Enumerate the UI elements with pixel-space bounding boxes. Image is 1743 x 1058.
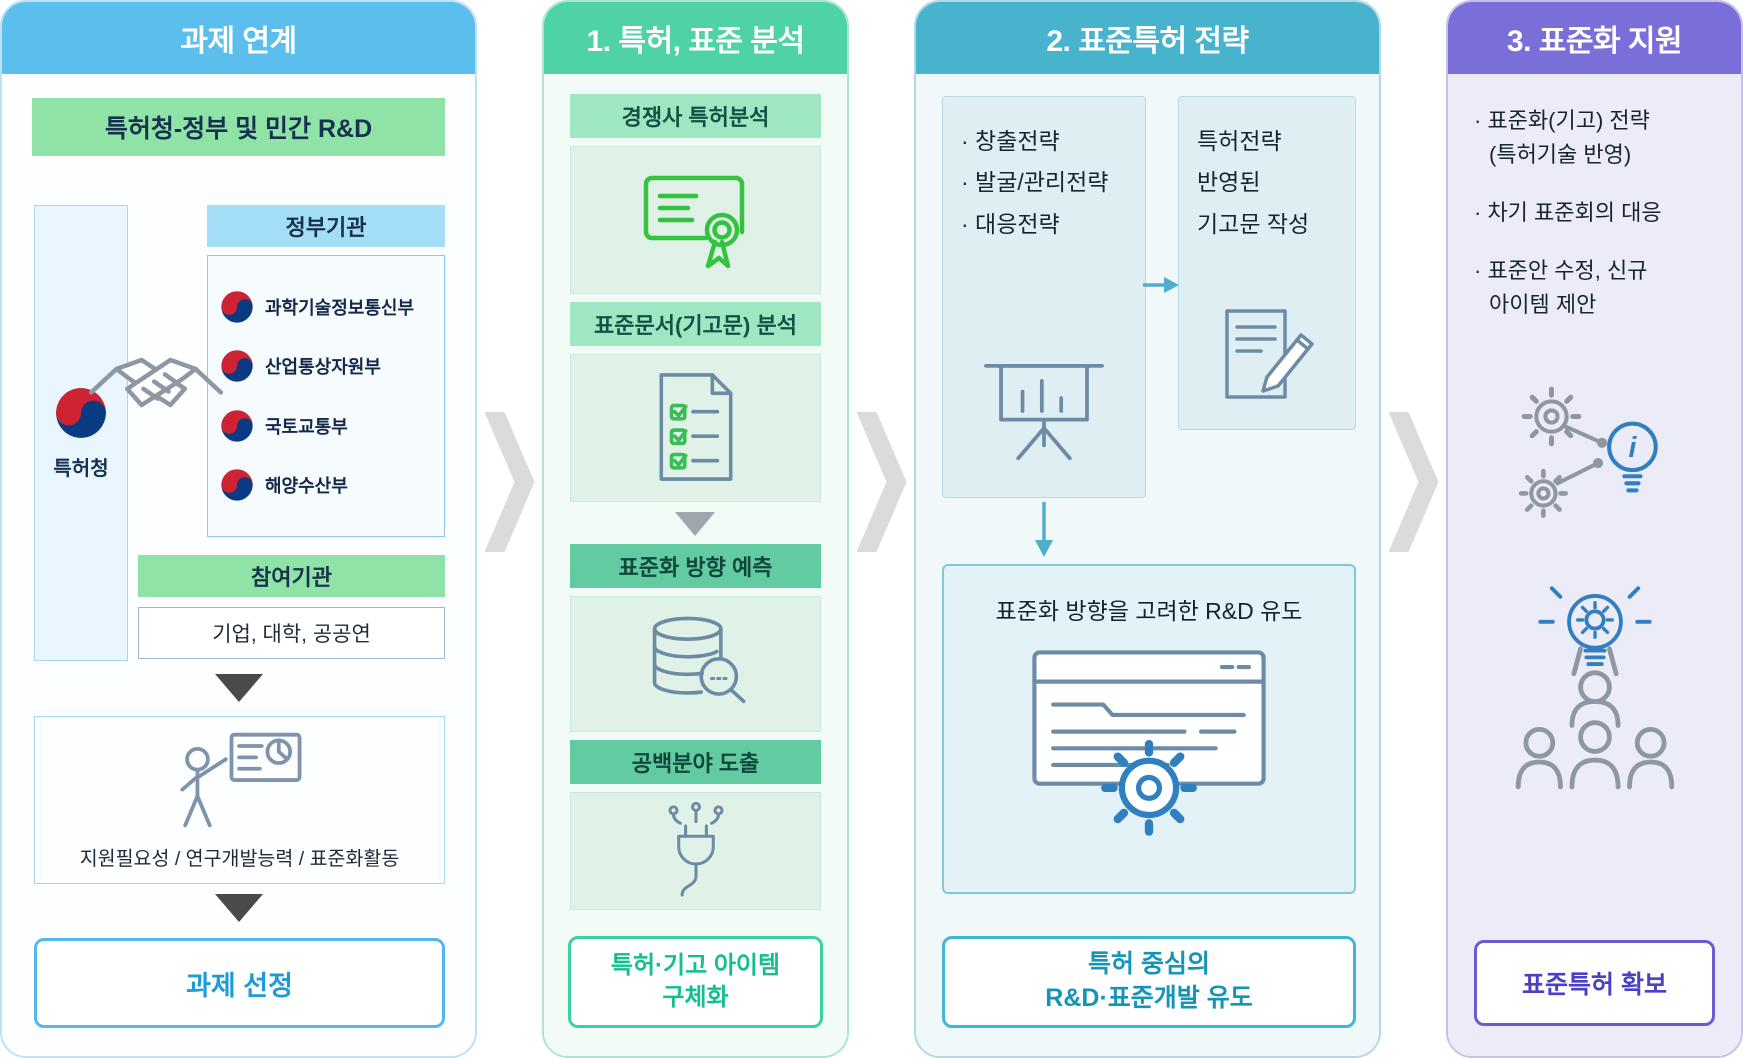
presentation-board-icon [984,364,1104,461]
result-line: 특허·기고 아이템 [610,951,781,979]
step-icon-box [570,146,821,294]
column-patent-standard-analysis-body: 경쟁사 특허분석 표준문서(기고문) 분석 [544,74,847,1056]
contribution-writing-box: 특허전략 반영된 기고문 작성 [1178,96,1356,430]
handshake-icon [88,357,224,408]
support-bullet-line: 아이템 제안 [1489,292,1597,318]
flow-chevron-icon [484,412,535,552]
support-bullet-list: · 표준화(기고) 전략 (특허기술 반영) · 차기 표준회의 대응 · 표준… [1474,104,1721,346]
step-standardization-direction-forecast: 표준화 방향 예측 [570,544,821,588]
column-patent-standard-analysis-header: 1. 특허, 표준 분석 [544,2,847,74]
step-competitor-patent-analysis: 경쟁사 특허분석 [570,94,821,138]
ministry-item: 해양수산부 [220,468,432,502]
ministry-item: 국토교통부 [220,409,432,443]
column-standardization-support-body: · 표준화(기고) 전략 (특허기술 반영) · 차기 표준회의 대응 · 표준… [1448,74,1741,1056]
step-icon-box [570,596,821,732]
flow-chevron-icon [856,412,907,552]
contribution-line: 기고문 작성 [1197,210,1310,237]
patent-contribution-item-result-box: 특허·기고 아이템 구체화 [568,936,823,1028]
taegeuk-icon [220,468,254,502]
ministry-label: 해양수산부 [265,476,348,497]
kipo-label: 특허청 [53,457,109,480]
ministry-label: 산업통상자원부 [265,357,381,378]
certificate-icon [643,175,744,269]
column-task-linkage-body: 특허청-정부 및 민간 R&D 특허청 정부기관 과학기술정보통신부 [2,74,475,1056]
down-arrow [215,894,263,922]
participating-orgs-bar: 참여기관 [138,555,445,597]
checklist-icon [659,373,732,481]
column-standardization-support: 3. 표준화 지원 · 표준화(기고) 전략 (특허기술 반영) · 차기 표준… [1446,0,1743,1058]
column-standard-patent-strategy-body: · 창출전략 · 발굴/관리전략 · 대응전략 특허전략 [916,74,1379,1056]
support-bullet-line: · 표준안 수정, 신규 [1474,258,1648,284]
participating-orgs-members: 기업, 대학, 공공연 [138,607,445,659]
document-pen-icon [1225,309,1314,399]
flow-chevron-icon [1388,412,1439,552]
contribution-line: 특허전략 [1197,128,1282,154]
support-bullet: · 표준화(기고) 전략 (특허기술 반영) [1474,104,1721,172]
result-line: 특허 중심의 [1088,950,1210,979]
strategy-item: · 발굴/관리전략 [961,169,1109,196]
result-line: R&D·표준개발 유도 [1045,984,1253,1012]
presenter-chart-icon [179,732,301,828]
strategy-list-box: · 창출전략 · 발굴/관리전략 · 대응전략 [942,96,1146,498]
flow-separator [849,0,914,1058]
strategy-item: · 창출전략 [961,128,1060,154]
rnd-guidance-title: 표준화 방향을 고려한 R&D 유도 [995,598,1303,624]
step-standard-document-analysis: 표준문서(기고문) 분석 [570,302,821,346]
patent-centered-rnd-result-box: 특허 중심의 R&D·표준개발 유도 [942,936,1356,1028]
person-lightbulb-crowd-icon [1515,586,1674,790]
rnd-guidance-box: 표준화 방향을 고려한 R&D 유도 [942,564,1356,894]
ministry-item: 산업통상자원부 [220,349,432,383]
gear-network-bulb-icon: i [1518,386,1658,518]
ministry-list: 과학기술정보통신부 산업통상자원부 국토교통부 해양수산부 [207,255,445,537]
down-arrow [215,674,263,702]
browser-gear-icon [1032,650,1266,836]
flow-separator [1381,0,1446,1058]
down-arrow [675,512,715,536]
column-patent-standard-analysis: 1. 특허, 표준 분석 경쟁사 특허분석 표준문서(기고문) 분석 [542,0,849,1058]
task-selection-result-box: 과제 선정 [34,938,445,1028]
government-agencies-bar: 정부기관 [207,205,445,247]
ministry-label: 과학기술정보통신부 [265,297,415,318]
right-arrow [1143,277,1179,293]
column-task-linkage: 과제 연계 특허청-정부 및 민간 R&D 특허청 정부기관 [0,0,477,1058]
flow-separator [477,0,542,1058]
info-letter: i [1628,432,1637,464]
support-bullet-line: · 표준화(기고) 전략 [1474,108,1650,133]
column-standard-patent-strategy: 2. 표준특허 전략 · 창출전략 · 발굴/관리전략 · 대응전략 [914,0,1381,1058]
kipo-box: 특허청 [34,205,128,661]
column-standardization-support-header: 3. 표준화 지원 [1448,2,1741,74]
strategy-item: · 대응전략 [961,210,1060,237]
result-line: 구체화 [662,984,729,1011]
support-bullet-line: (특허기술 반영) [1489,142,1632,168]
plug-icon [668,801,723,897]
step-icon-box [570,792,821,910]
step-icon-box [570,354,821,502]
result-label: 표준특허 확보 [1522,971,1667,999]
contribution-line: 반영된 [1197,169,1261,196]
ministry-label: 국토교통부 [265,416,348,437]
evaluation-criteria: 지원필요성 / 연구개발능력 / 표준화활동 [79,848,400,870]
support-bullet: · 차기 표준회의 대응 [1474,200,1662,226]
result-label: 과제 선정 [186,970,293,1001]
taegeuk-icon [220,290,254,324]
column-task-linkage-header: 과제 연계 [2,2,475,74]
standard-patent-acquisition-result-box: 표준특허 확보 [1474,940,1715,1026]
kipo-gov-private-rnd-bar: 특허청-정부 및 민간 R&D [32,98,445,156]
support-bullet: · 표준안 수정, 신규 아이템 제안 [1474,254,1721,322]
database-search-icon [652,616,745,704]
evaluation-box: 지원필요성 / 연구개발능력 / 표준화활동 [34,716,445,884]
column-standard-patent-strategy-header: 2. 표준특허 전략 [916,2,1379,74]
step-gap-area-identification: 공백분야 도출 [570,740,821,784]
down-arrow [1035,502,1053,557]
ministry-item: 과학기술정보통신부 [220,290,432,324]
